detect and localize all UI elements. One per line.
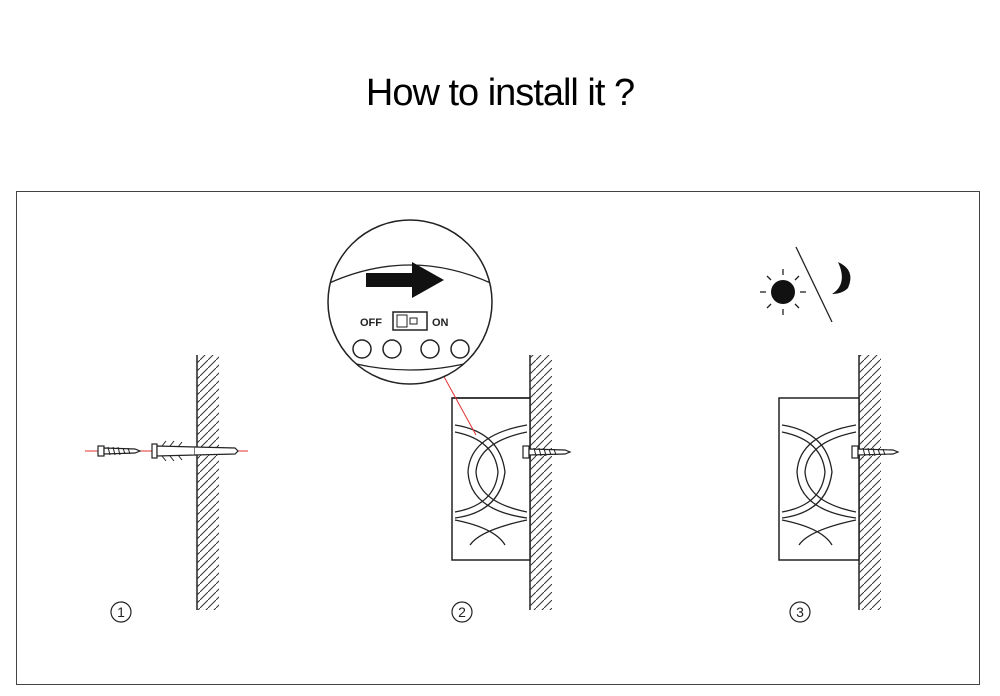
step-3: 3	[760, 246, 900, 623]
screw-icon	[851, 445, 900, 459]
day-night-divider	[795, 246, 833, 323]
lamp-3	[778, 397, 860, 561]
step-number-3: 3	[789, 601, 811, 623]
step-2-label: 2	[458, 604, 466, 620]
step-2: OFF ON 2	[327, 219, 572, 623]
slide-switch	[392, 311, 428, 331]
step-number-2: 2	[451, 601, 473, 623]
moon-icon	[832, 262, 851, 294]
step-1-label: 1	[117, 604, 125, 620]
switch-on-label: ON	[432, 317, 449, 329]
wall-1	[196, 355, 219, 610]
step-1: 1	[85, 355, 248, 623]
wall-3	[858, 355, 881, 610]
step-3-label: 3	[796, 604, 804, 620]
page-title: How to install it ?	[365, 72, 635, 114]
screw-icon	[97, 445, 142, 457]
sun-icon	[760, 269, 806, 315]
step-number-1: 1	[110, 601, 132, 623]
switch-off-label: OFF	[360, 317, 382, 329]
lamp-2	[451, 397, 531, 561]
switch-magnifier: OFF ON	[327, 219, 493, 385]
wall-anchor-icon	[151, 440, 239, 462]
instruction-panel	[16, 191, 980, 685]
wall-2	[529, 355, 552, 610]
arrow-right-icon	[366, 262, 444, 298]
screw-icon	[522, 445, 572, 459]
